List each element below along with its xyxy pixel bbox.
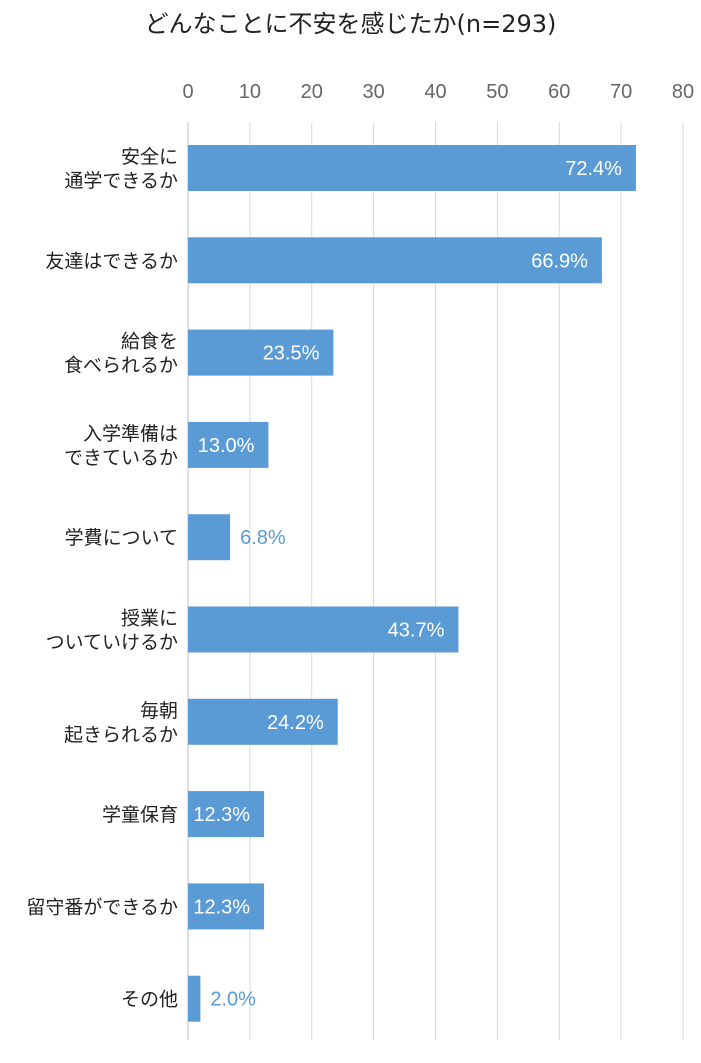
- data-label: 24.2%: [267, 712, 324, 734]
- category-label: 給食を: [121, 331, 178, 353]
- bar: [188, 698, 338, 745]
- category-label: 入学準備は: [83, 423, 178, 445]
- tick-label: 40: [424, 81, 446, 103]
- data-label: 43.7%: [388, 620, 445, 642]
- category-label: できているか: [64, 447, 178, 469]
- bar: [188, 145, 636, 191]
- category-label: 起きられるか: [64, 724, 178, 746]
- category-label: 学童保育: [102, 804, 178, 826]
- tick-label: 70: [610, 81, 632, 103]
- category-label: 安全に: [121, 146, 178, 168]
- bar: [188, 329, 334, 376]
- category-label: 通学できるか: [64, 170, 178, 192]
- category-label: その他: [121, 989, 178, 1011]
- bar: [188, 791, 265, 838]
- data-label: 12.3%: [193, 896, 250, 918]
- data-label: 66.9%: [531, 250, 588, 272]
- chart-title: どんなことに不安を感じたか(n=293): [144, 10, 557, 38]
- category-labels: 安全に通学できるか友達はできるか給食を食べられるか入学準備はできているか学費につ…: [26, 146, 178, 1011]
- category-label: 食べられるか: [64, 355, 178, 377]
- tick-label: 50: [486, 81, 508, 103]
- value-labels: 72.4% 66.9% 23.5% 13.0% 6.8% 43.7% 24.2% 12.3% 1…: [193, 158, 622, 1011]
- data-label: 2.0%: [210, 989, 256, 1011]
- tick-label: 30: [363, 81, 385, 103]
- tick-label: 80: [672, 81, 694, 103]
- data-label: 13.0%: [198, 435, 255, 457]
- bar: [188, 237, 602, 284]
- bar: [188, 421, 269, 468]
- bar: [188, 883, 265, 930]
- category-label: 学費について: [65, 527, 178, 549]
- tick-label: 60: [548, 81, 570, 103]
- tick-label: 0: [182, 81, 193, 103]
- bar: [188, 606, 459, 653]
- bar: [188, 514, 231, 561]
- bars: [188, 145, 636, 1022]
- x-axis-ticks: 0 10 20 30 40 50 60 70 80: [182, 81, 694, 103]
- category-label: ついていけるか: [46, 632, 178, 654]
- tick-label: 20: [301, 81, 323, 103]
- data-label: 12.3%: [193, 804, 250, 826]
- bar: [188, 975, 201, 1022]
- category-label: 友達はできるか: [45, 250, 178, 272]
- category-label: 授業に: [121, 608, 178, 630]
- data-label: 6.8%: [240, 527, 286, 549]
- tick-label: 10: [239, 81, 261, 103]
- data-label: 72.4%: [565, 158, 622, 180]
- category-label: 留守番ができるか: [26, 896, 178, 918]
- data-label: 23.5%: [263, 343, 320, 365]
- category-label: 毎朝: [140, 700, 178, 722]
